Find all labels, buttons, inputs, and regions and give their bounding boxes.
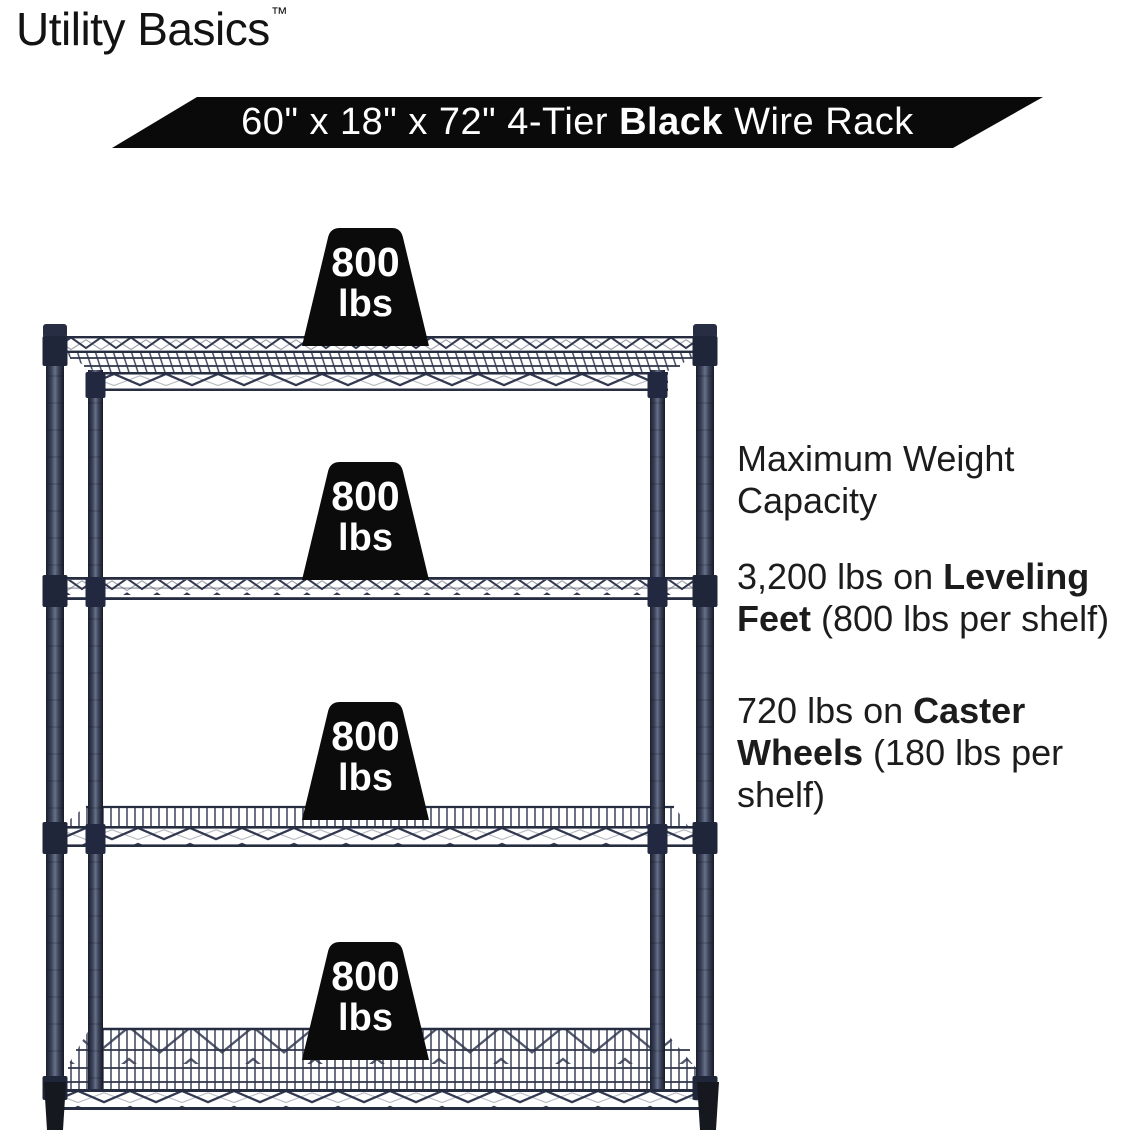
spec-text-block: Maximum Weight Capacity 3,200 lbs on Lev… xyxy=(737,438,1133,866)
banner-text-bold: Black xyxy=(619,101,724,143)
badge-unit: lbs xyxy=(338,517,393,559)
badge-value: 800 xyxy=(331,713,400,759)
weight-trapezoid-icon xyxy=(302,462,429,580)
spec-item-suffix: (800 lbs per shelf) xyxy=(811,598,1110,639)
leveling-foot-right xyxy=(697,1082,719,1130)
spec-item-bold: Leveling Feet xyxy=(737,556,1090,639)
badge-value: 800 xyxy=(331,953,400,999)
spec-item-prefix: 3,200 lbs on xyxy=(737,556,944,597)
leveling-foot-left xyxy=(44,1082,66,1130)
spec-heading: Maximum Weight Capacity xyxy=(737,438,1015,521)
weight-trapezoid-icon xyxy=(302,942,429,1060)
brand-name: Utility Basics xyxy=(16,3,270,55)
trademark-symbol: ™ xyxy=(270,4,288,23)
title-banner: 60" x 18" x 72" 4-Tier Black Wire Rack xyxy=(112,97,1043,148)
badge-value: 800 xyxy=(331,473,400,519)
badge-value: 800 xyxy=(331,239,400,285)
spec-item-suffix: (180 lbs per shelf) xyxy=(737,732,1064,815)
shelf-3 xyxy=(60,805,712,847)
badge-unit: lbs xyxy=(338,283,393,325)
weight-trapezoid-icon xyxy=(302,228,429,346)
rack-post-back-right xyxy=(692,324,719,1130)
shelf-4-front-band xyxy=(52,1089,716,1110)
spec-item-prefix: 720 lbs on xyxy=(737,690,914,731)
spec-item-leveling-feet: 3,200 lbs on Leveling Feet (800 lbs per … xyxy=(737,556,1133,640)
banner-text-suffix: Wire Rack xyxy=(723,101,914,143)
badge-unit: lbs xyxy=(338,757,393,799)
spec-item-caster-wheels: 720 lbs on Caster Wheels (180 lbs per sh… xyxy=(737,690,1133,816)
shelf-2 xyxy=(52,577,712,600)
rack-post-front-right xyxy=(647,370,668,1092)
spec-item-bold: Caster Wheels xyxy=(737,690,1026,773)
badge-unit: lbs xyxy=(338,997,393,1039)
rack-post-front-left xyxy=(85,370,106,1092)
rack-post-back-left xyxy=(42,324,68,1130)
shelf-1 xyxy=(56,336,708,391)
brand-logo: Utility Basics™ xyxy=(16,2,288,56)
wire-rack-illustration xyxy=(42,324,719,1130)
banner-text-prefix: 60" x 18" x 72" 4-Tier xyxy=(241,101,620,143)
weight-trapezoid-icon xyxy=(302,702,429,820)
